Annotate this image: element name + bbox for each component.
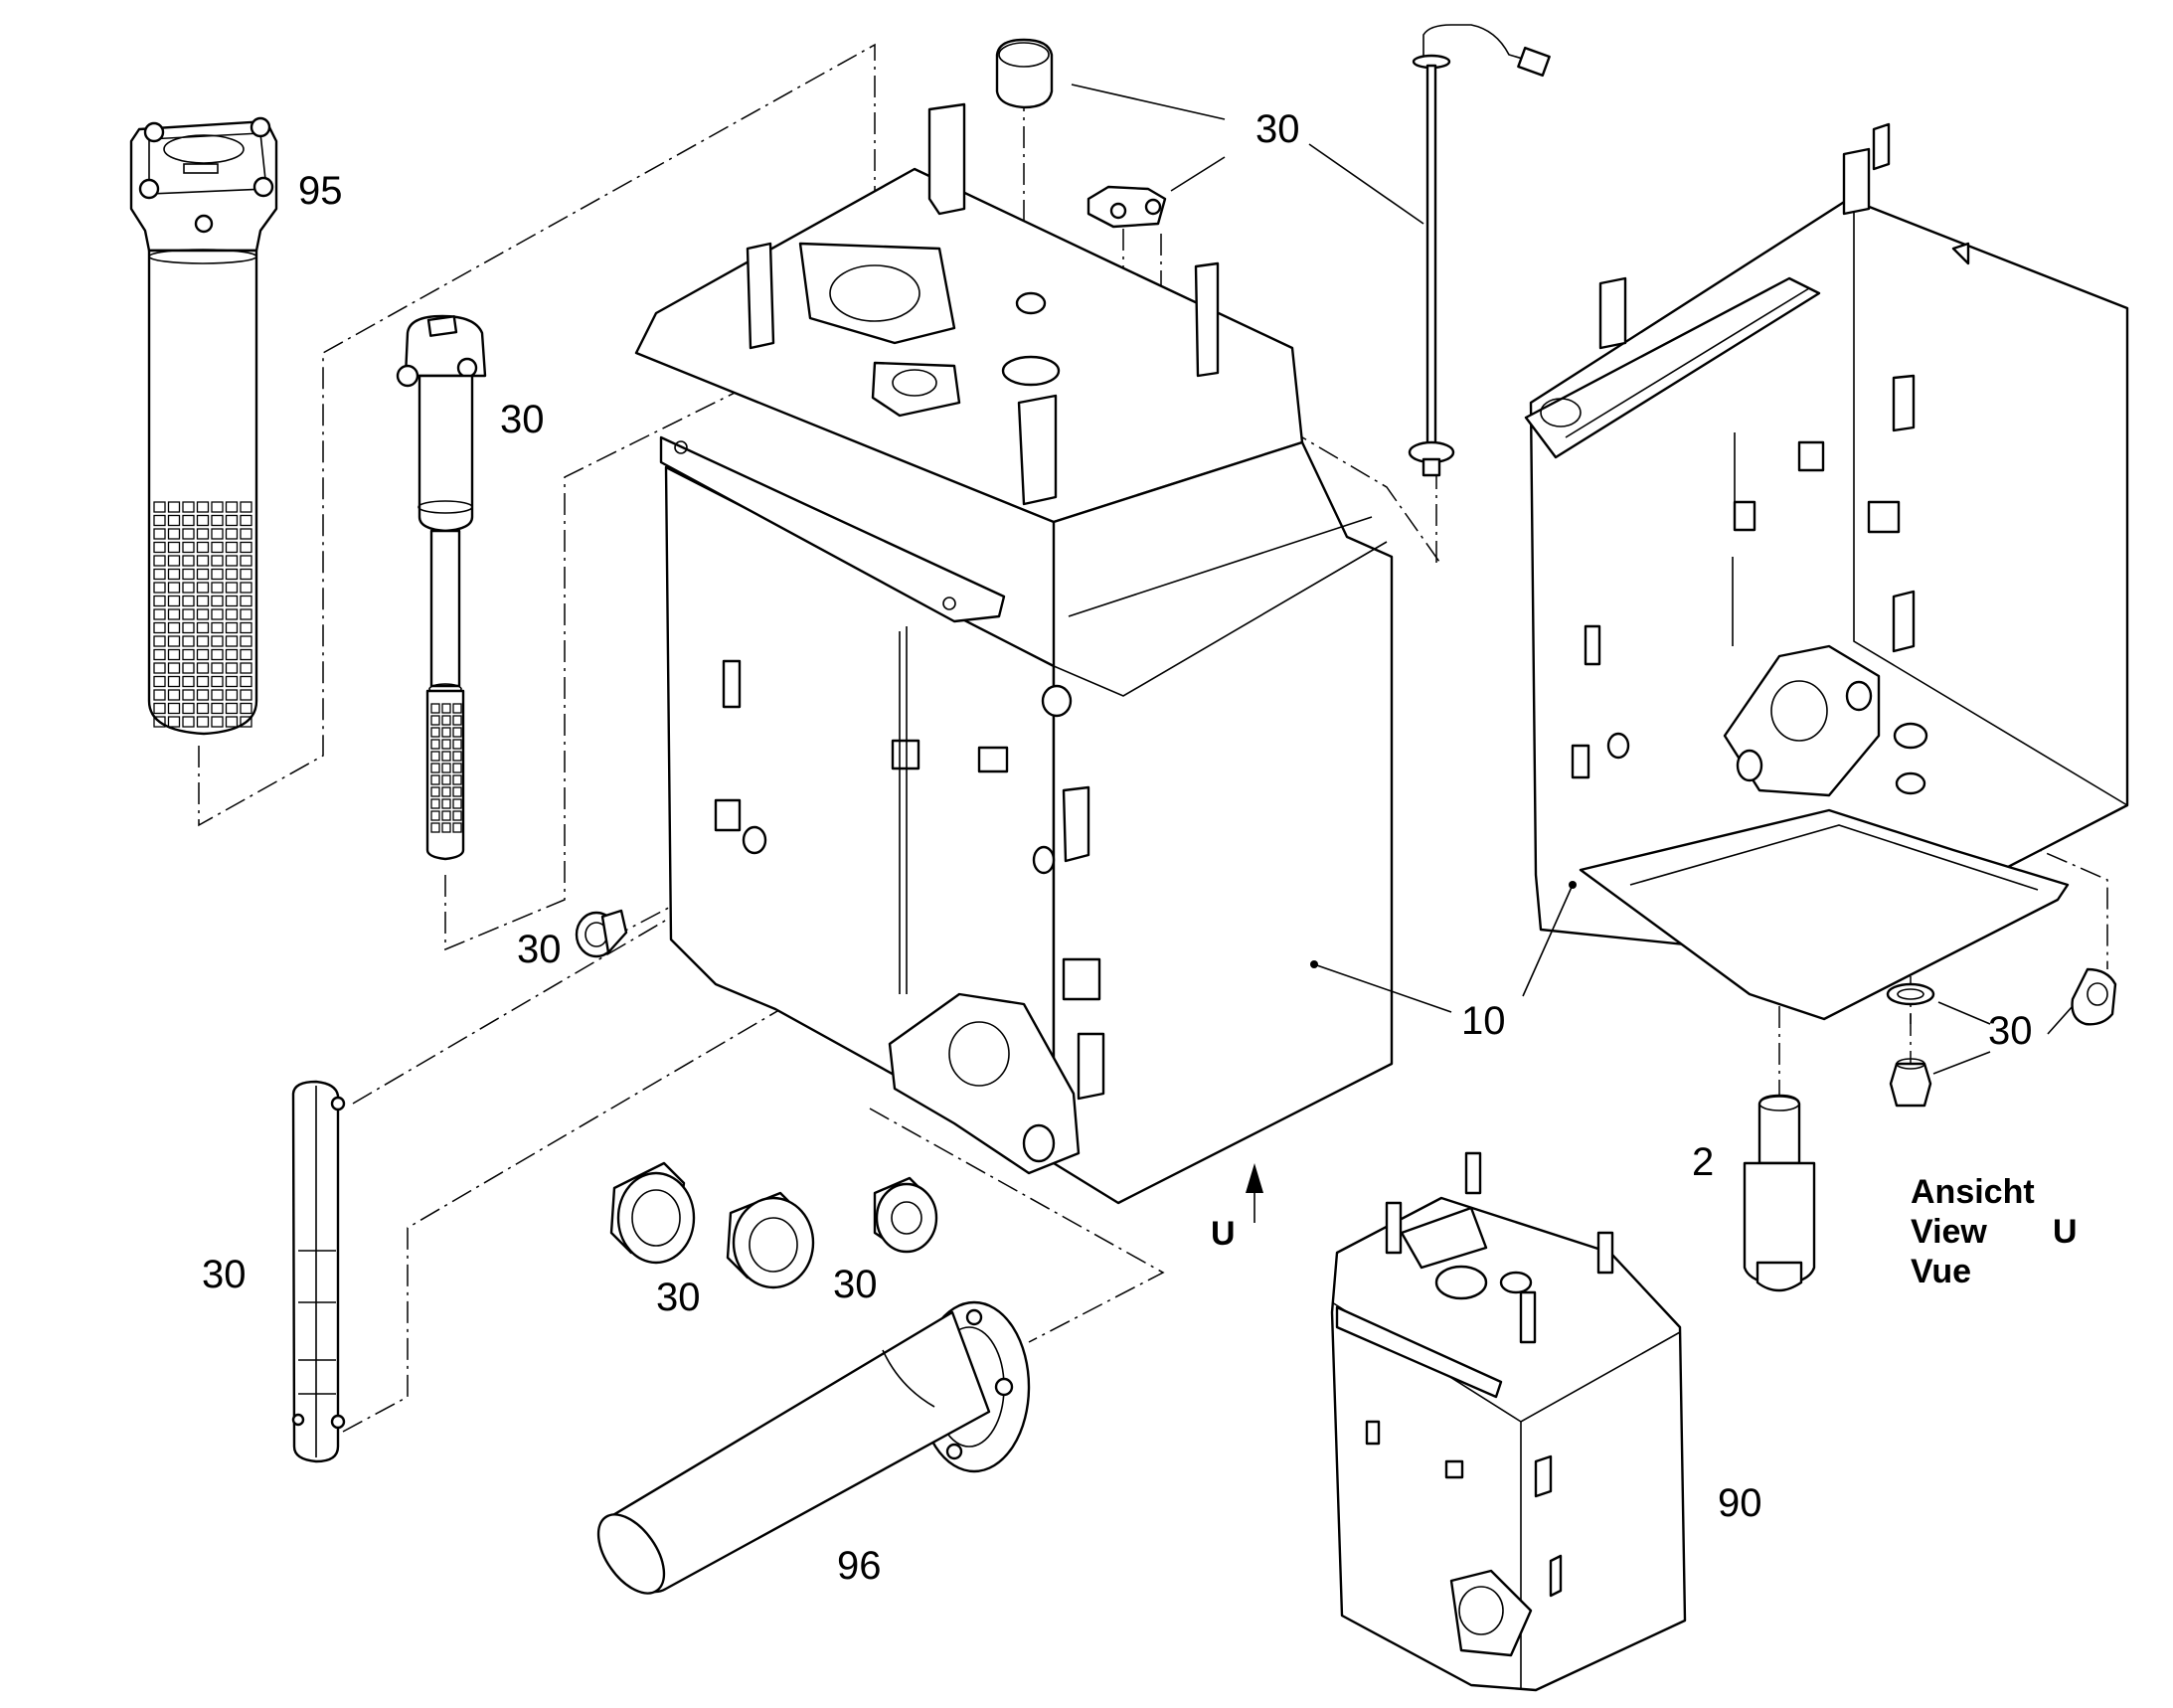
label-10: 10 [1461, 999, 1506, 1043]
return-filter-95 [129, 116, 278, 736]
label-95: 95 [298, 169, 343, 213]
spacer-2 [1743, 1094, 1816, 1292]
rear-fittings-30 [1886, 967, 2117, 1108]
level-sensor-30 [1408, 24, 1551, 477]
front-fittings-30 [609, 1161, 938, 1289]
sight-gauge-30 [291, 1080, 346, 1463]
label-30-plug: 30 [517, 928, 562, 971]
callouts: 95 30 30 30 10 30 30 30 96 90 30 2 U Ans… [202, 107, 2078, 1588]
tank-rear-view [1524, 122, 2129, 1021]
view-letter-u: U [1211, 1215, 1236, 1253]
label-96: 96 [837, 1544, 882, 1588]
view-note-line2: View [1911, 1213, 1987, 1251]
label-30-top: 30 [1255, 107, 1300, 151]
label-30-filter: 30 [500, 398, 545, 441]
leader-lines [1071, 84, 2074, 1075]
assembly-90 [1330, 1151, 1687, 1692]
top-bushings-30 [995, 38, 1167, 229]
tube-96 [596, 1300, 1031, 1595]
view-arrow-u [1246, 1163, 1263, 1223]
view-note-line1: Ansicht [1911, 1173, 2035, 1211]
label-30-fitting-b: 30 [833, 1263, 878, 1306]
plug-left-30 [575, 909, 628, 958]
tank-10 [634, 102, 1394, 1205]
small-filter-30 [396, 314, 487, 861]
label-30-gauge: 30 [202, 1253, 247, 1296]
label-30-rear: 30 [1988, 1009, 2033, 1053]
label-2: 2 [1692, 1140, 1714, 1184]
label-90: 90 [1718, 1481, 1762, 1525]
label-30-fitting-a: 30 [656, 1276, 701, 1319]
view-note-letter: U [2053, 1213, 2078, 1251]
view-note-line3: Vue [1911, 1253, 1971, 1290]
